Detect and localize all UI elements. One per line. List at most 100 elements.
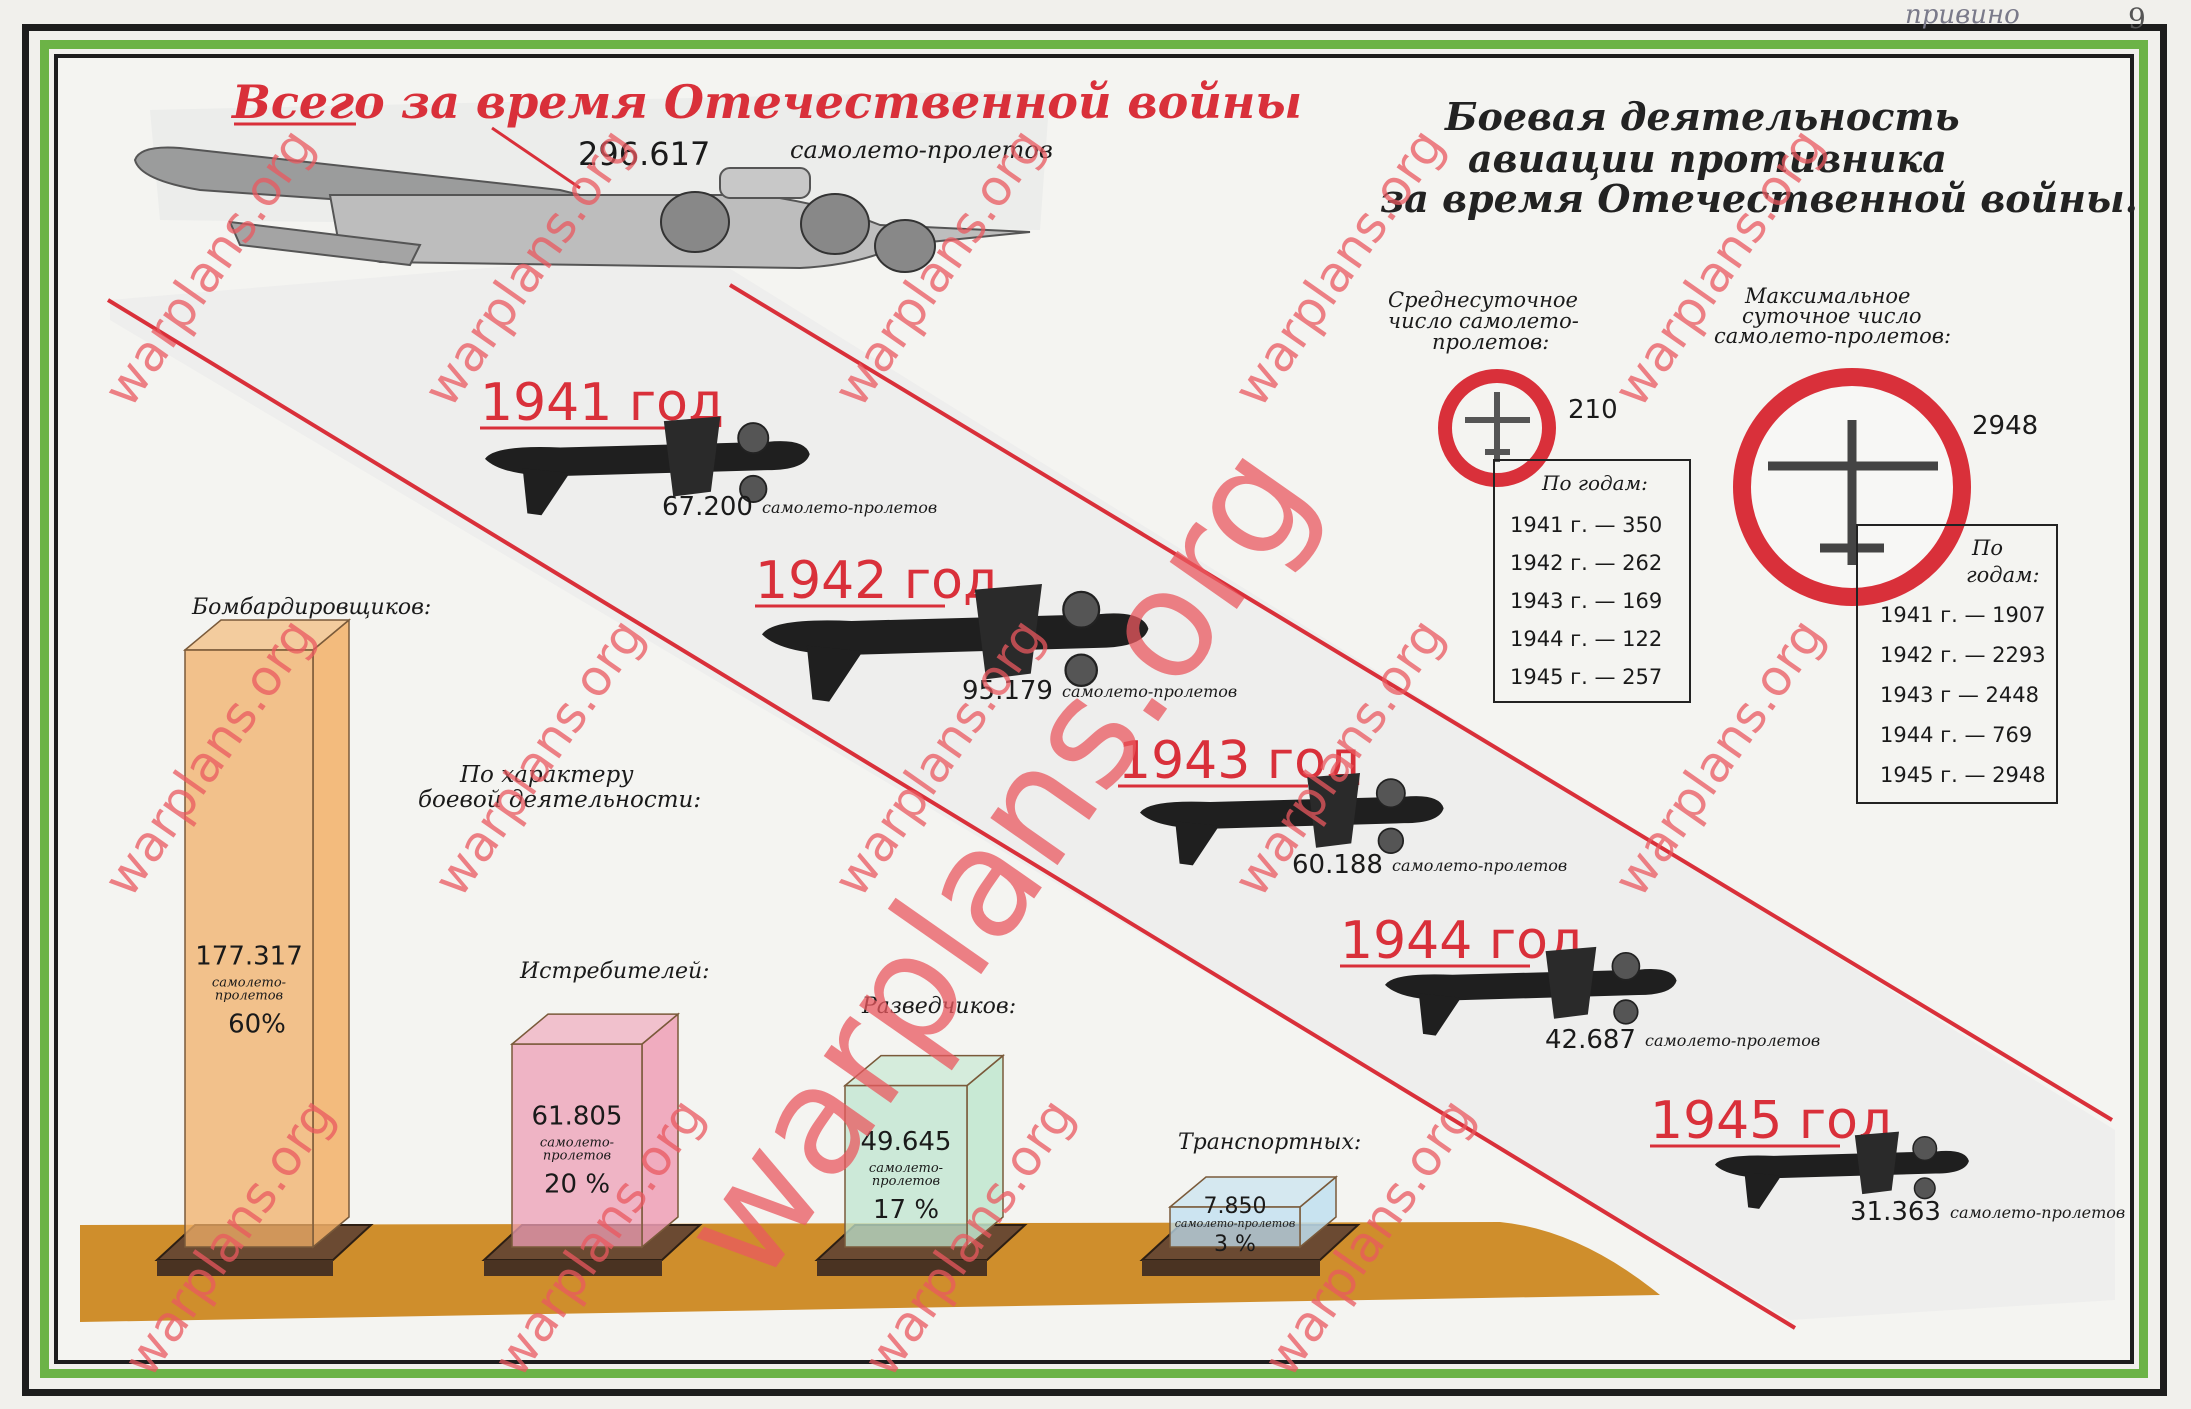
year-value-label: 42.687 bbox=[1545, 1025, 1636, 1055]
avg-row: 1945 г. — 257 bbox=[1510, 665, 1662, 689]
bar-front bbox=[1169, 1206, 1301, 1248]
avg-label-line-2: число самолето- bbox=[1388, 309, 1579, 333]
bar-plinth-front bbox=[1142, 1260, 1320, 1276]
bomber-silhouette-icon bbox=[1715, 1131, 1969, 1209]
year-item: 1942 год 95.179 самолето-пролетов bbox=[755, 551, 1237, 706]
type-heading-line-2: боевой деятельности: bbox=[418, 787, 701, 813]
year-value-label: 95.179 bbox=[962, 676, 1053, 706]
bar-front bbox=[184, 649, 314, 1248]
avg-row: 1944 г. — 122 bbox=[1510, 627, 1662, 651]
bar-unit-label: самолето-пролетов bbox=[1175, 1217, 1295, 1230]
year-value-label: 31.363 bbox=[1850, 1197, 1941, 1227]
bar-unit-line-1: самолето- bbox=[540, 1135, 614, 1150]
total-pointer-line bbox=[491, 126, 581, 190]
max-label-line-1: Максимальное bbox=[1744, 284, 1911, 308]
bar-unit-line-2: пролетов bbox=[215, 989, 283, 1004]
year-value-label: 67.200 bbox=[662, 492, 753, 522]
sky-band bbox=[110, 250, 2115, 1320]
avg-by-years-label: По годам: bbox=[1541, 471, 1648, 495]
type-heading-line-1: По характеру bbox=[459, 762, 634, 788]
max-row: 1945 г. — 2948 bbox=[1880, 763, 2046, 787]
bar-unit-line-2: пролетов bbox=[872, 1174, 940, 1189]
avg-value: 210 bbox=[1568, 395, 1618, 425]
bar-value-label: 61.805 bbox=[532, 1101, 623, 1131]
year-label: 1942 год bbox=[755, 551, 999, 611]
avg-circle-icon bbox=[1438, 369, 1556, 487]
max-by-years-line-1: По bbox=[1971, 536, 2003, 560]
total-unit: самолето-пролетов bbox=[790, 136, 1053, 164]
green-frame bbox=[40, 40, 2148, 1378]
diagonal-line-left bbox=[106, 298, 1797, 1330]
max-table-box bbox=[1856, 524, 2058, 804]
year-unit-label: самолето-пролетов bbox=[1950, 1203, 2125, 1222]
max-value: 2948 bbox=[1972, 411, 2038, 441]
page-number: 9 bbox=[2128, 2, 2146, 35]
watermark-small: warplans.org bbox=[1222, 118, 1455, 417]
title-line-1: Боевая деятельность bbox=[1444, 94, 1960, 139]
year-unit-label: самолето-пролетов bbox=[762, 498, 937, 517]
avg-label-line-1: Среднесуточное bbox=[1388, 288, 1578, 312]
bar-category-label: Транспортных: bbox=[1178, 1130, 1361, 1155]
max-rows: 1941 г. — 1907 1942 г. — 2293 1943 г — 244… bbox=[1880, 603, 2046, 787]
bar-percent-label: 20 % bbox=[544, 1169, 610, 1199]
bar-category-label: Истребителей: bbox=[519, 959, 710, 984]
max-row: 1942 г. — 2293 bbox=[1880, 643, 2046, 667]
watermark-small: warplans.org bbox=[422, 608, 655, 907]
max-label-line-2: суточное число bbox=[1742, 304, 1922, 328]
year-item: 1945 год 31.363 самолето-пролетов bbox=[1650, 1091, 2125, 1227]
bar-category-label: Бомбардировщиков: bbox=[191, 595, 431, 620]
bar-unit-line-1: самолето- bbox=[212, 976, 286, 991]
bar-value-label: 177.317 bbox=[195, 942, 303, 972]
total-heading: Всего за время Отечественной войны bbox=[230, 75, 1302, 129]
total-plane-icon bbox=[133, 146, 1031, 273]
bomber-silhouette-icon bbox=[1385, 946, 1677, 1036]
type-bar: Истребителей: 61.805 самолето-пролетов 20 % bbox=[481, 959, 710, 1276]
outer-frame bbox=[22, 24, 2167, 1396]
bar-percent-label: 17 % bbox=[873, 1195, 939, 1225]
avg-row: 1943 г. — 169 bbox=[1510, 589, 1662, 613]
bar-front bbox=[844, 1084, 968, 1248]
diagonal-line-right bbox=[728, 283, 2114, 1122]
bar-category-label: Разведчиков: bbox=[861, 994, 1016, 1019]
year-label: 1944 год bbox=[1340, 911, 1584, 971]
year-label: 1945 год bbox=[1650, 1091, 1894, 1151]
bar-front bbox=[511, 1043, 643, 1248]
title-line-3: за время Отечественной войны. bbox=[1380, 176, 2138, 221]
max-row: 1944 г. — 769 bbox=[1880, 723, 2032, 747]
year-unit-label: самолето-пролетов bbox=[1062, 682, 1237, 701]
year-unit-label: самолето-пролетов bbox=[1645, 1031, 1820, 1050]
bar-value-label: 7.850 bbox=[1204, 1194, 1267, 1219]
total-value: 296.617 bbox=[578, 135, 710, 173]
avg-rows: 1941 г. — 350 1942 г. — 262 1943 г. — 169 1… bbox=[1510, 513, 1662, 689]
bomber-silhouette-icon bbox=[485, 416, 810, 516]
bar-percent-label: 3 % bbox=[1214, 1232, 1256, 1257]
bar-plinth-front bbox=[157, 1260, 333, 1276]
max-by-years-line-2: годам: bbox=[1966, 563, 2040, 587]
title-line-2: авиации противника bbox=[1468, 136, 1947, 181]
bar-plinth-front bbox=[484, 1260, 662, 1276]
bomber-silhouette-icon bbox=[1140, 772, 1444, 866]
avg-label-line-3: пролетов: bbox=[1432, 330, 1549, 354]
type-bars: Бомбардировщиков: 177.317 самолето-пролето… bbox=[154, 595, 1361, 1276]
corner-handwritten-note: привино bbox=[1905, 0, 2020, 30]
avg-row: 1942 г. — 262 bbox=[1510, 551, 1662, 575]
year-unit-label: самолето-пролетов bbox=[1392, 856, 1567, 875]
year-item: 1944 год 42.687 самолето-пролетов bbox=[1340, 911, 1820, 1055]
avg-table-box bbox=[1493, 459, 1691, 703]
max-row: 1943 г — 2448 bbox=[1880, 683, 2039, 707]
year-value-label: 60.188 bbox=[1292, 850, 1383, 880]
max-label-line-3: самолето-пролетов: bbox=[1714, 324, 1951, 348]
avg-row: 1941 г. — 350 bbox=[1510, 513, 1662, 537]
bar-unit-line-2: пролетов bbox=[543, 1148, 611, 1163]
bar-percent-label: 60% bbox=[228, 1010, 286, 1040]
type-bar: Бомбардировщиков: 177.317 самолето-пролето… bbox=[154, 595, 431, 1276]
bar-unit-line-1: самолето- bbox=[869, 1161, 943, 1176]
max-row: 1941 г. — 1907 bbox=[1880, 603, 2046, 627]
